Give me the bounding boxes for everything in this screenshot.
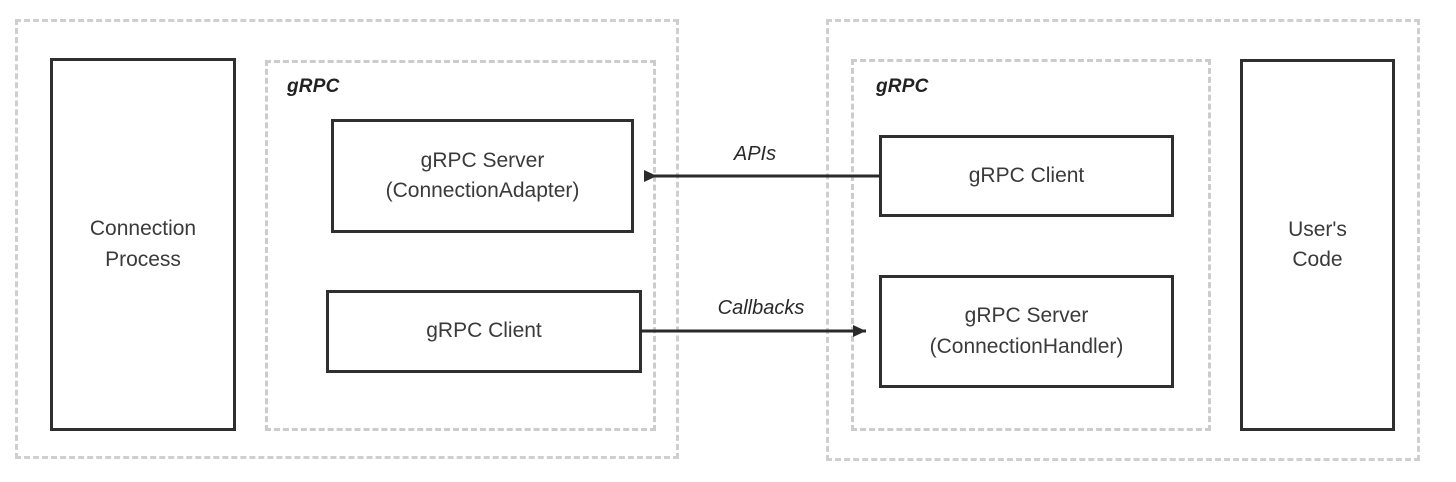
node-connection-process[interactable]: Connection Process (50, 58, 236, 431)
edge-label-apis: APIs (733, 143, 777, 165)
group-connection-process-outer (15, 19, 679, 459)
group-user-code-outer (826, 19, 1420, 461)
connector-callbacks (640, 325, 866, 337)
node-grpc-server-connection-handler[interactable]: gRPC Server (ConnectionHandler) (879, 275, 1174, 388)
node-grpc-server-connection-adapter[interactable]: gRPC Server (ConnectionAdapter) (331, 119, 634, 233)
group-caption-grpc-right: gRPC (876, 76, 929, 97)
group-user-code-grpc (851, 59, 1211, 431)
group-connection-process-grpc (265, 60, 656, 431)
node-grpc-client-left[interactable]: gRPC Client (326, 290, 642, 373)
group-caption-grpc-left: gRPC (287, 76, 340, 97)
node-user-code[interactable]: User's Code (1240, 59, 1395, 431)
connector-apis (644, 170, 880, 182)
node-grpc-client-right[interactable]: gRPC Client (879, 135, 1174, 217)
edge-label-callbacks: Callbacks (717, 297, 805, 319)
